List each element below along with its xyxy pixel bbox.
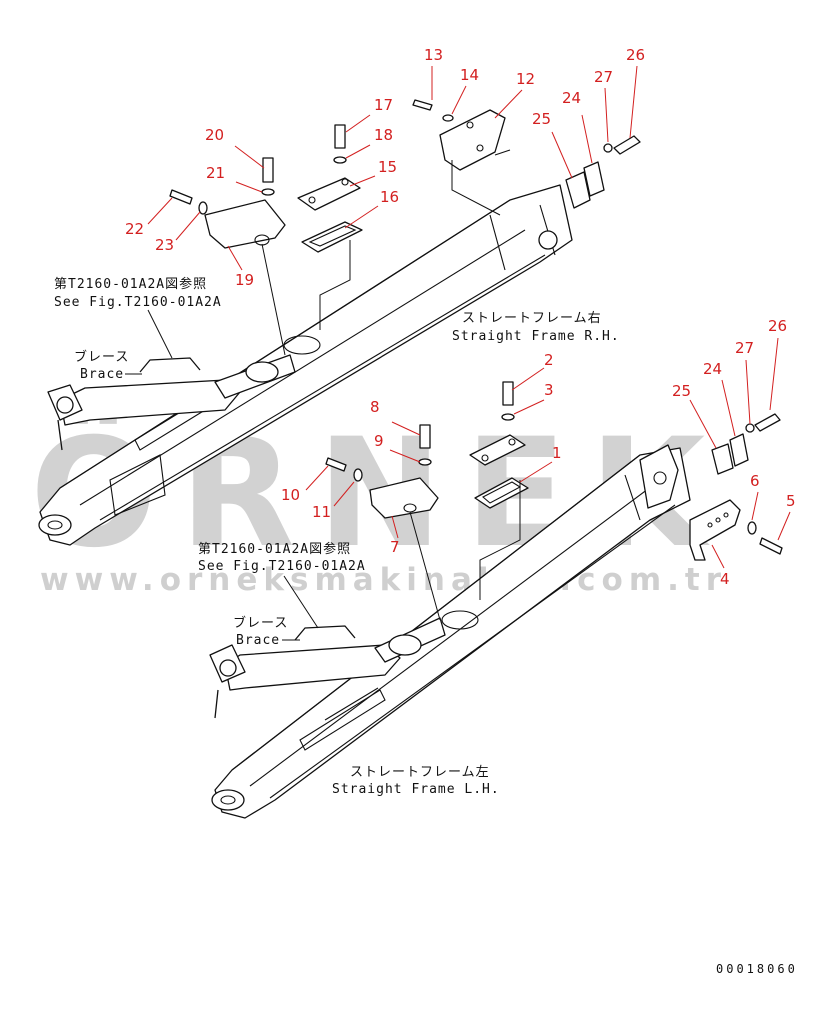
cover-12 <box>439 109 506 171</box>
brace-lh <box>209 617 446 719</box>
gasket-25-lh <box>711 443 734 475</box>
callout-3: 3 <box>544 381 554 399</box>
cover-2 <box>469 434 526 466</box>
callouts-lower: 2 3 1 26 27 24 25 8 9 10 11 7 6 5 4 <box>281 317 796 588</box>
callout-25-lh: 25 <box>672 382 691 400</box>
callout-13: 13 <box>424 46 443 64</box>
plate-24-lh <box>729 433 749 467</box>
bolt-26-rh <box>613 135 641 155</box>
callout-10: 10 <box>281 486 300 504</box>
bolt-13 <box>412 99 433 111</box>
brace-rh <box>47 354 296 451</box>
brace-jp-lower: ブレース <box>233 615 288 631</box>
callout-1: 1 <box>552 444 562 462</box>
gasket-25-rh <box>565 171 591 209</box>
brace-jp-upper: ブレース <box>74 349 129 365</box>
callout-18: 18 <box>374 126 393 144</box>
callout-14: 14 <box>460 66 479 84</box>
brace-en-upper: Brace <box>80 367 124 382</box>
frame-lh-en: Straight Frame L.H. <box>332 782 500 797</box>
bolt-8 <box>419 424 431 449</box>
washer-3 <box>501 413 515 421</box>
washer-23 <box>198 201 208 215</box>
bolt-26-lh <box>754 413 781 432</box>
watermark-url: www.orneksmakinalari.com.tr <box>40 562 727 598</box>
callout-12: 12 <box>516 70 535 88</box>
callout-24-rh: 24 <box>562 89 581 107</box>
see-fig-jp-lower: 第T2160-01A2A図参照 <box>198 541 351 557</box>
brace-en-lower: Brace <box>236 633 280 648</box>
frame-lh-jp: ストレートフレーム左 <box>350 765 490 780</box>
washer-27-lh <box>745 423 755 433</box>
frame-rh-jp: ストレートフレーム右 <box>462 311 602 326</box>
callout-26-rh: 26 <box>626 46 645 64</box>
bolt-22 <box>169 189 193 205</box>
callout-20: 20 <box>205 126 224 144</box>
callout-4: 4 <box>720 570 730 588</box>
bracket-4 <box>689 499 741 561</box>
callouts-upper: 13 14 12 26 27 24 25 17 18 15 16 20 21 2… <box>125 46 645 289</box>
frame-lh-rear-housing <box>639 444 679 509</box>
callout-23: 23 <box>155 236 174 254</box>
callout-27-rh: 27 <box>594 68 613 86</box>
callout-6: 6 <box>750 472 760 490</box>
callout-27-lh: 27 <box>735 339 754 357</box>
washer-9 <box>418 458 432 466</box>
cover-15 <box>297 177 361 211</box>
frame-lh-eye <box>211 789 245 811</box>
callout-8: 8 <box>370 398 380 416</box>
washer-27-rh <box>603 143 613 153</box>
callout-24-lh: 24 <box>703 360 722 378</box>
bolt-5 <box>759 537 783 555</box>
callout-17: 17 <box>374 96 393 114</box>
straight-frame-lh-assembly <box>209 381 783 819</box>
document-number: 00018060 <box>716 962 798 976</box>
washer-14 <box>442 114 454 122</box>
see-fig-jp-upper: 第T2160-01A2A図参照 <box>54 276 207 292</box>
callout-5: 5 <box>786 492 796 510</box>
cover-19 <box>204 199 286 249</box>
frame-rh-eye <box>38 514 72 536</box>
cover-7 <box>369 477 439 519</box>
bolt-2 <box>502 381 514 406</box>
labels-upper: 第T2160-01A2A図参照 See Fig.T2160-01A2A ブレース… <box>54 276 620 382</box>
bolt-17 <box>334 124 346 149</box>
washer-18 <box>333 156 347 164</box>
callout-19: 19 <box>235 271 254 289</box>
callout-2: 2 <box>544 351 554 369</box>
frame-rh-en: Straight Frame R.H. <box>452 329 620 344</box>
callout-11: 11 <box>312 503 331 521</box>
straight-frame-rh-assembly <box>38 99 641 546</box>
see-fig-en-lower: See Fig.T2160-01A2A <box>198 559 366 574</box>
callout-22: 22 <box>125 220 144 238</box>
bolt-10 <box>325 457 347 472</box>
labels-lower: 第T2160-01A2A図参照 See Fig.T2160-01A2A ブレース… <box>198 541 500 797</box>
gasket-16 <box>301 221 363 253</box>
callout-25-rh: 25 <box>532 110 551 128</box>
callout-16: 16 <box>380 188 399 206</box>
washer-6 <box>747 521 757 535</box>
callout-26-lh: 26 <box>768 317 787 335</box>
callout-7: 7 <box>390 538 400 556</box>
frame-rh-end-boss <box>538 230 558 250</box>
callout-9: 9 <box>374 432 384 450</box>
washer-21 <box>261 188 275 196</box>
callout-21: 21 <box>206 164 225 182</box>
bolt-20 <box>262 157 274 183</box>
washer-11 <box>353 468 363 482</box>
plate-24-rh <box>583 161 605 197</box>
see-fig-en-upper: See Fig.T2160-01A2A <box>54 295 222 310</box>
callout-15: 15 <box>378 158 397 176</box>
